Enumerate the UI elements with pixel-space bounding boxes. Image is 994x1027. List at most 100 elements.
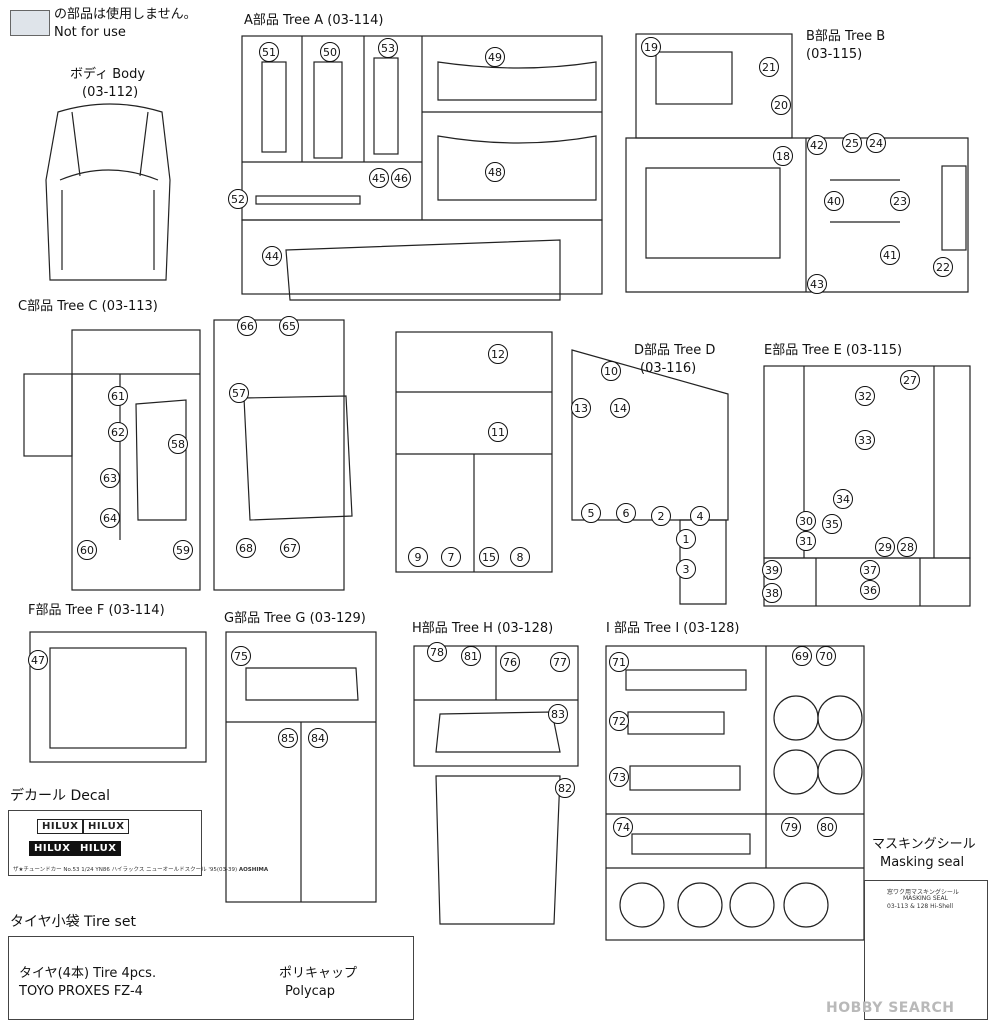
decal-footer: ザ★チューンドカー No.53 1/24 YN86 ハイラックス ニューオールド…: [13, 867, 269, 873]
part-number-21: 21: [759, 57, 779, 77]
part-number-18: 18: [773, 146, 793, 166]
part-number-14: 14: [610, 398, 630, 418]
part-number-42: 42: [807, 135, 827, 155]
part-number-19: 19: [641, 37, 661, 57]
part-number-82: 82: [555, 778, 575, 798]
part-number-68: 68: [236, 538, 256, 558]
mask-sheet-sub: MASKING SEAL: [903, 895, 948, 902]
part-number-32: 32: [855, 386, 875, 406]
part-number-3: 3: [676, 559, 696, 579]
part-number-40: 40: [824, 191, 844, 211]
legend-jp: の部品は使用しません。: [54, 7, 197, 22]
part-number-48: 48: [485, 162, 505, 182]
body-label: ボディ Body: [70, 67, 146, 82]
body-shell-drawing: [45, 103, 171, 281]
part-number-45: 45: [369, 168, 389, 188]
part-number-63: 63: [100, 468, 120, 488]
tree-e-heading: E部品 Tree E (03-115): [764, 343, 903, 358]
part-number-52: 52: [228, 189, 248, 209]
part-number-79: 79: [781, 817, 801, 837]
part-number-1: 1: [676, 529, 696, 549]
tree-f-frame: [29, 631, 207, 763]
part-number-22: 22: [933, 257, 953, 277]
part-number-20: 20: [771, 95, 791, 115]
tire-set-heading: タイヤ小袋 Tire set: [10, 914, 136, 930]
tree-g-heading: G部品 Tree G (03-129): [224, 611, 366, 626]
part-number-28: 28: [897, 537, 917, 557]
masking-heading-jp: マスキングシール: [872, 837, 976, 852]
part-number-69: 69: [792, 646, 812, 666]
tree-b-code: (03-115): [806, 47, 863, 62]
part-number-2: 2: [651, 506, 671, 526]
masking-heading-en: Masking seal: [880, 855, 965, 870]
tire-line2: TOYO PROXES FZ-4: [19, 984, 143, 999]
part-number-49: 49: [485, 47, 505, 67]
tree-a-heading: A部品 Tree A (03-114): [244, 13, 384, 28]
part-number-23: 23: [890, 191, 910, 211]
part-number-65: 65: [279, 316, 299, 336]
part-number-81: 81: [461, 646, 481, 666]
part-number-70: 70: [816, 646, 836, 666]
part-number-77: 77: [550, 652, 570, 672]
part-number-31: 31: [796, 531, 816, 551]
part-number-64: 64: [100, 508, 120, 528]
mask-sheet-title: 窓ワク用マスキングシール: [887, 889, 959, 896]
part-number-41: 41: [880, 245, 900, 265]
polycap-jp: ポリキャップ: [279, 966, 358, 981]
part-number-38: 38: [762, 583, 782, 603]
polycap-en: Polycap: [285, 984, 336, 999]
part-number-50: 50: [320, 42, 340, 62]
part-number-73: 73: [609, 767, 629, 787]
part-number-35: 35: [822, 514, 842, 534]
part-number-47: 47: [28, 650, 48, 670]
part-number-34: 34: [833, 489, 853, 509]
part-number-46: 46: [391, 168, 411, 188]
part-number-61: 61: [108, 386, 128, 406]
tree-f-heading: F部品 Tree F (03-114): [28, 603, 165, 618]
part-number-75: 75: [231, 646, 251, 666]
legend-en: Not for use: [54, 25, 126, 40]
part-number-27: 27: [900, 370, 920, 390]
mask-sheet-codes: 03-113 & 128 Hi-Shell: [887, 903, 954, 910]
tree-h-frame: [413, 645, 579, 925]
part-number-58: 58: [168, 434, 188, 454]
decal-hilux-3: HILUX: [29, 841, 76, 856]
tree-c-heading: C部品 Tree C (03-113): [18, 299, 158, 314]
tree-g-frame: [225, 631, 377, 903]
tree-i-frame: [605, 645, 865, 941]
part-number-66: 66: [237, 316, 257, 336]
part-number-8: 8: [510, 547, 530, 567]
part-number-7: 7: [441, 547, 461, 567]
tree-d-heading: D部品 Tree D: [634, 343, 716, 358]
part-number-44: 44: [262, 246, 282, 266]
tree-a-frame: [241, 35, 603, 301]
part-number-72: 72: [609, 711, 629, 731]
part-number-9: 9: [408, 547, 428, 567]
part-number-57: 57: [229, 383, 249, 403]
part-number-80: 80: [817, 817, 837, 837]
part-number-62: 62: [108, 422, 128, 442]
body-code: (03-112): [82, 85, 139, 100]
part-number-13: 13: [571, 398, 591, 418]
tree-b-frame: [625, 33, 969, 293]
part-number-24: 24: [866, 133, 886, 153]
part-number-30: 30: [796, 511, 816, 531]
part-number-67: 67: [280, 538, 300, 558]
tree-i-heading: I 部品 Tree I (03-128): [606, 621, 740, 636]
part-number-36: 36: [860, 580, 880, 600]
not-for-use-swatch: [10, 10, 50, 36]
decal-sheet: HILUX HILUX HILUX HILUX ザ★チューンドカー No.53 …: [8, 810, 268, 876]
part-number-25: 25: [842, 133, 862, 153]
part-number-10: 10: [601, 361, 621, 381]
decal-hilux-4: HILUX: [75, 841, 122, 856]
part-number-84: 84: [308, 728, 328, 748]
part-number-15: 15: [479, 547, 499, 567]
part-number-29: 29: [875, 537, 895, 557]
part-number-74: 74: [613, 817, 633, 837]
masking-sheet: 窓ワク用マスキングシール MASKING SEAL 03-113 & 128 H…: [864, 880, 988, 1020]
tree-h-heading: H部品 Tree H (03-128): [412, 621, 554, 636]
part-number-33: 33: [855, 430, 875, 450]
decal-heading: デカール Decal: [10, 788, 111, 804]
part-number-59: 59: [173, 540, 193, 560]
